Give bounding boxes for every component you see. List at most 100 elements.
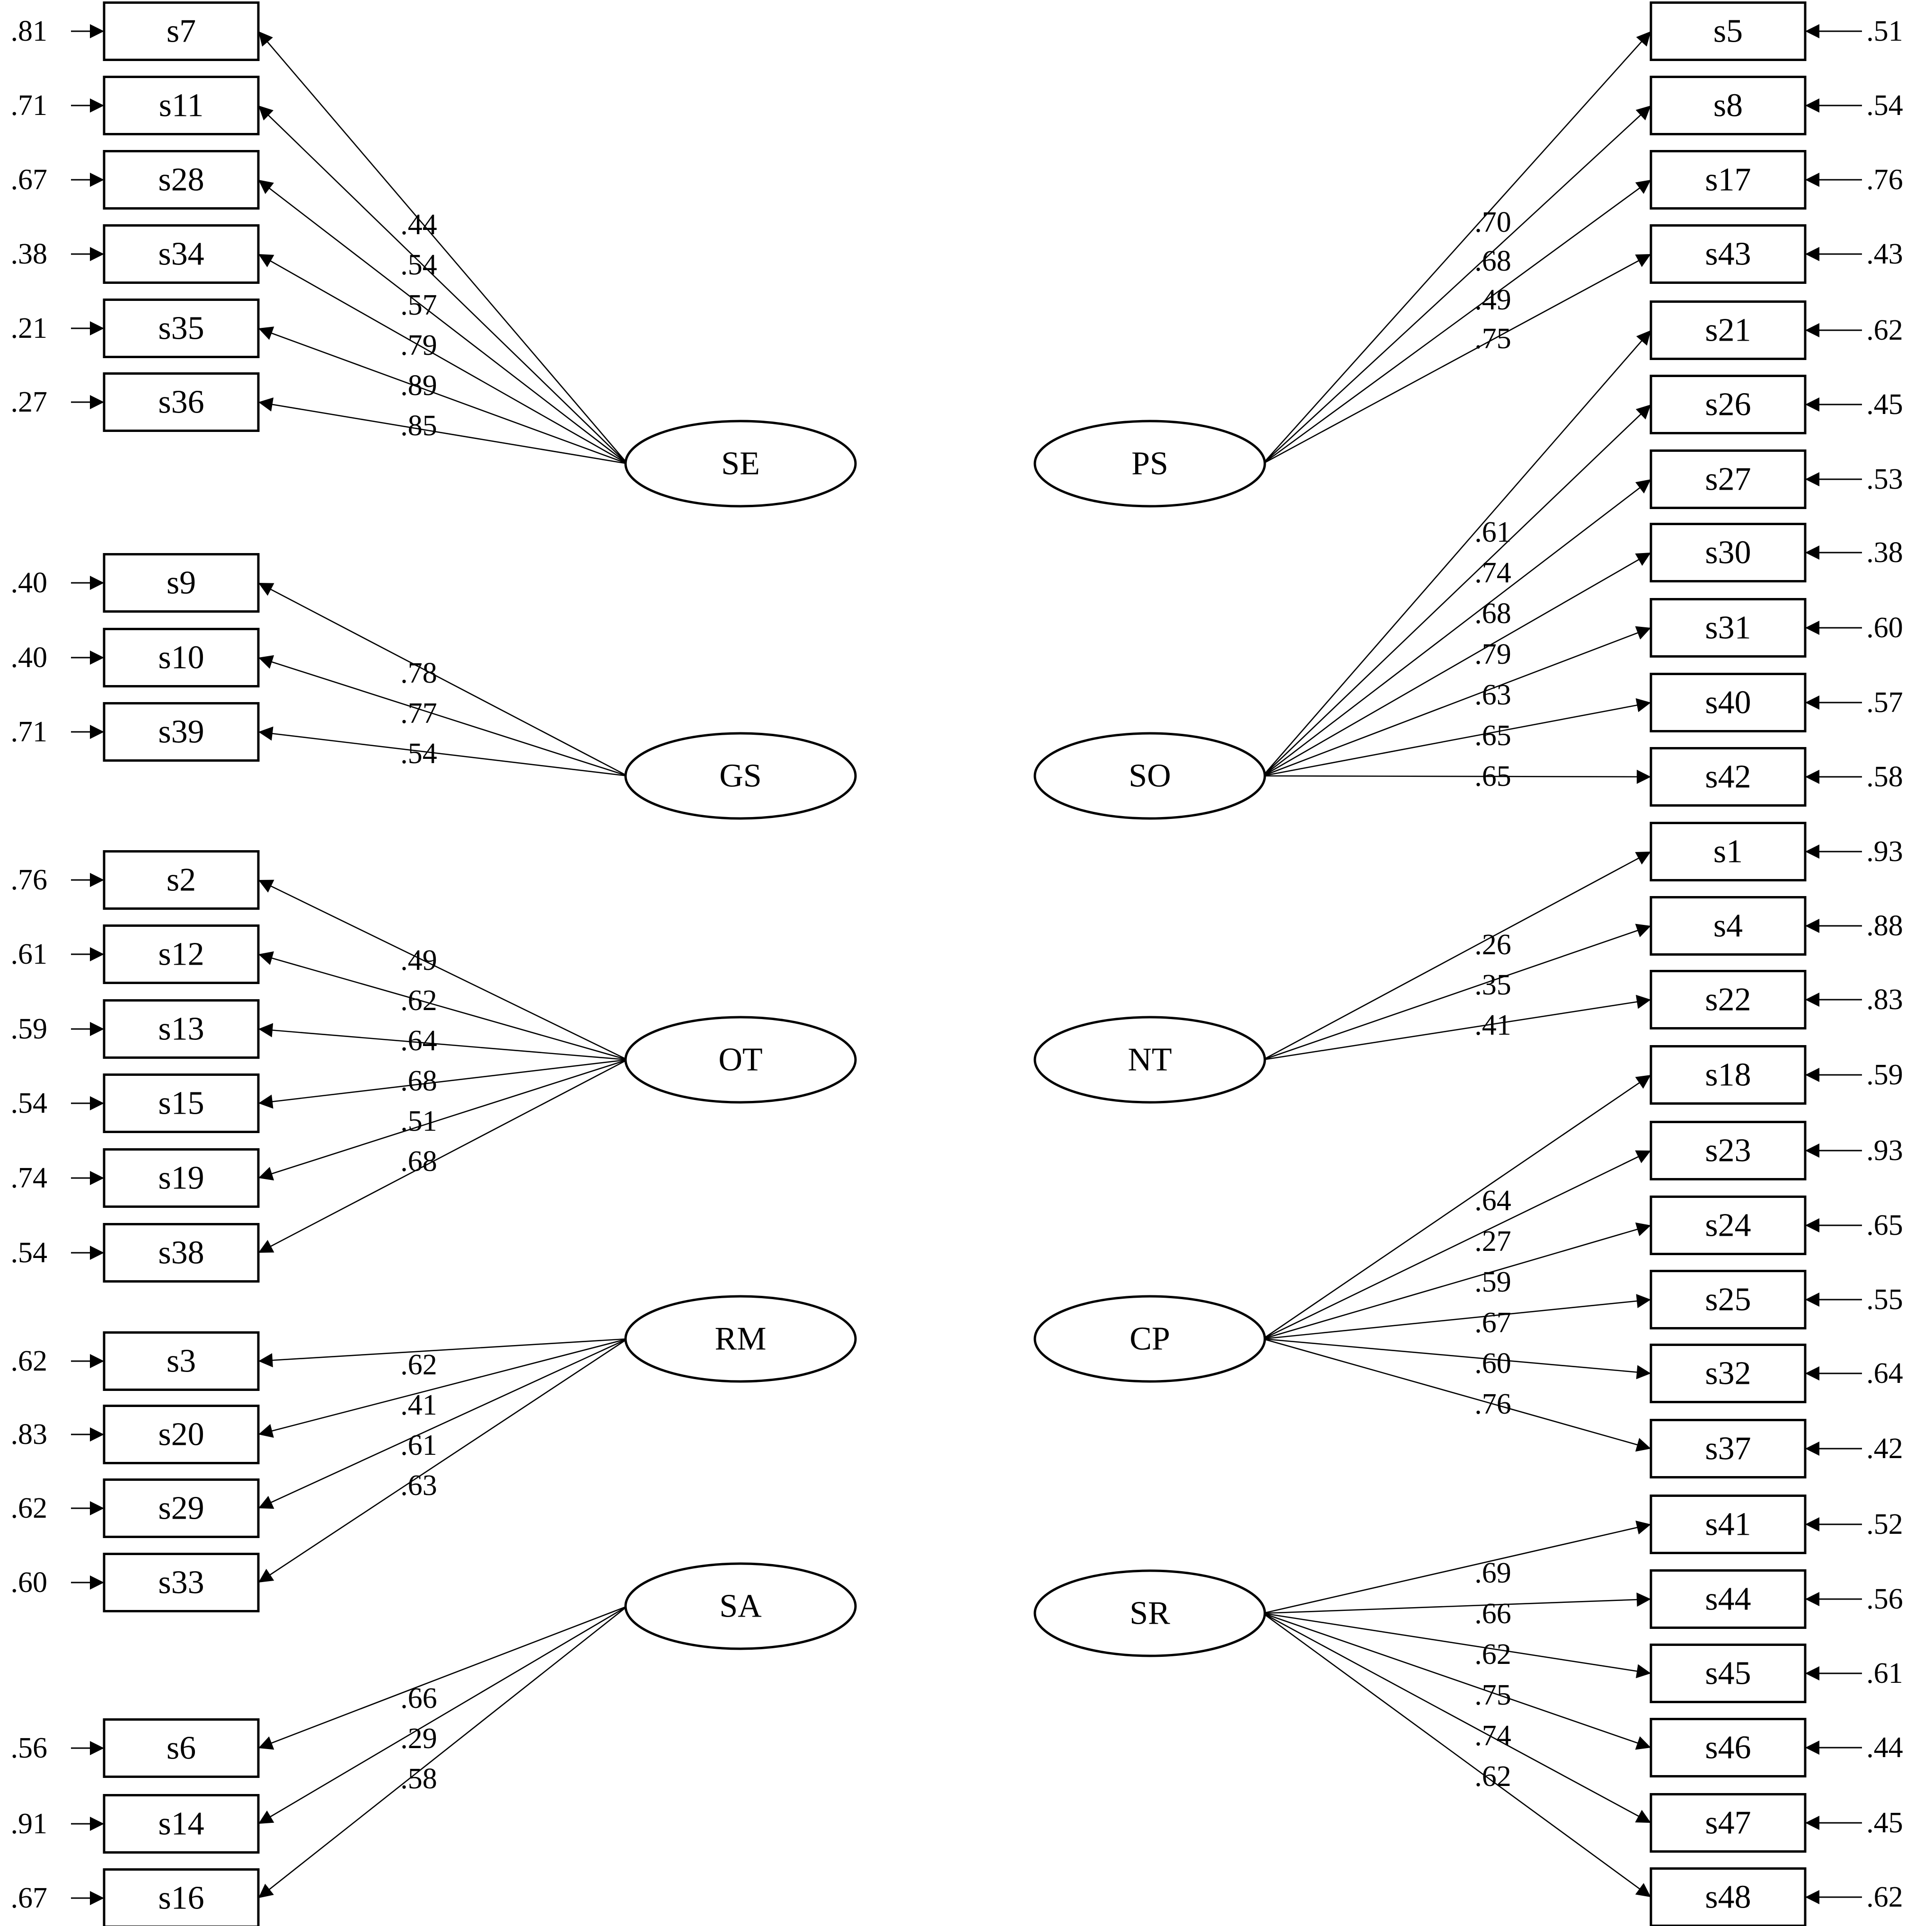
- item-label-s16: s16: [158, 1880, 204, 1917]
- error-value-s29: .62: [11, 1492, 48, 1524]
- loading-value-s23: .27: [1474, 1225, 1511, 1258]
- item-label-s25: s25: [1705, 1282, 1751, 1318]
- item-label-s24: s24: [1705, 1207, 1751, 1244]
- item-box-s23: [1650, 1121, 1807, 1180]
- loading-value-s31: .63: [1474, 679, 1511, 711]
- item-box-s14: [103, 1794, 260, 1854]
- loading-value-s11: .54: [400, 249, 437, 281]
- error-value-s36: .27: [11, 386, 48, 418]
- item-box-s33: [103, 1553, 260, 1612]
- loading-value-s30: .79: [1474, 638, 1511, 670]
- item-box-s32: [1650, 1344, 1807, 1403]
- loading-value-s43: .75: [1474, 323, 1511, 355]
- loading-value-s3: .62: [400, 1349, 437, 1381]
- loading-value-s44: .66: [1474, 1598, 1511, 1630]
- item-box-s19: [103, 1148, 260, 1208]
- loading-value-s32: .60: [1474, 1347, 1511, 1380]
- item-label-s29: s29: [158, 1490, 204, 1527]
- item-box-s11: [103, 76, 260, 135]
- loading-path-s46: [1262, 1612, 1651, 1750]
- item-box-s46: [1650, 1718, 1807, 1777]
- error-value-s41: .52: [1866, 1508, 1903, 1540]
- item-label-s11: s11: [159, 88, 204, 124]
- item-label-s30: s30: [1705, 535, 1751, 571]
- loading-value-s7: .44: [400, 209, 437, 241]
- loading-value-s28: .57: [400, 289, 437, 321]
- item-box-s36: [103, 372, 260, 432]
- item-label-s20: s20: [158, 1416, 204, 1453]
- loading-value-s35: .89: [400, 369, 437, 402]
- factor-gs-label: GS: [719, 758, 761, 794]
- factor-gs-ellipse: [624, 732, 857, 820]
- error-value-s24: .65: [1866, 1209, 1903, 1241]
- loading-path-s23: [1262, 1150, 1651, 1340]
- nodes-layer: SEs7s11s28s34s35s36GSs9s10s39OTs2s12s13s…: [103, 1, 1807, 1926]
- loading-value-s39: .54: [400, 738, 437, 770]
- loading-value-s45: .62: [1474, 1638, 1511, 1671]
- item-box-s40: [1650, 673, 1807, 732]
- error-value-s48: .62: [1866, 1881, 1903, 1913]
- loading-path-s38: [258, 1059, 628, 1254]
- loading-value-s42: .65: [1474, 760, 1511, 792]
- loading-value-s18: .64: [1474, 1185, 1511, 1217]
- loading-path-s42: [1262, 769, 1651, 784]
- factor-ps-label: PS: [1131, 446, 1168, 482]
- loading-value-s38: .68: [400, 1145, 437, 1178]
- item-label-s21: s21: [1705, 312, 1751, 349]
- error-value-s22: .83: [1866, 984, 1903, 1016]
- item-box-s48: [1650, 1867, 1807, 1926]
- item-box-s29: [103, 1478, 260, 1538]
- error-value-s18: .59: [1866, 1059, 1903, 1091]
- error-value-s12: .61: [11, 938, 48, 970]
- loading-path-s37: [1262, 1338, 1651, 1452]
- item-box-s41: [1650, 1495, 1807, 1554]
- item-label-s23: s23: [1705, 1133, 1751, 1169]
- loading-path-s32: [1262, 1338, 1651, 1380]
- loading-path-s21: [1262, 330, 1651, 776]
- error-value-s37: .42: [1866, 1433, 1903, 1465]
- loading-path-s31: [1262, 626, 1651, 777]
- loading-path-s7: [258, 31, 628, 464]
- error-value-s38: .54: [11, 1237, 48, 1269]
- error-value-s20: .83: [11, 1418, 48, 1451]
- loading-path-s40: [1262, 698, 1651, 777]
- loading-value-s6: .66: [400, 1682, 437, 1715]
- item-label-s48: s48: [1705, 1879, 1751, 1916]
- item-box-s17: [1650, 150, 1807, 210]
- loading-path-s29: [258, 1338, 628, 1509]
- loading-path-s26: [1262, 404, 1651, 776]
- loading-path-s1: [1262, 851, 1651, 1061]
- error-value-s1: .93: [1866, 835, 1903, 868]
- loading-path-s48: [1262, 1612, 1651, 1898]
- item-box-s5: [1650, 1, 1807, 61]
- item-box-s6: [103, 1718, 260, 1778]
- item-label-s40: s40: [1705, 685, 1751, 721]
- loading-path-s16: [258, 1605, 628, 1899]
- factor-cp-label: CP: [1129, 1321, 1170, 1357]
- edges-layer: [71, 24, 1862, 1905]
- item-label-s1: s1: [1713, 834, 1743, 870]
- loading-path-s14: [258, 1605, 628, 1825]
- item-box-s18: [1650, 1045, 1807, 1105]
- item-label-s17: s17: [1705, 162, 1751, 198]
- item-box-s28: [103, 150, 260, 210]
- loading-value-s9: .78: [400, 657, 437, 689]
- item-box-s22: [1650, 970, 1807, 1029]
- factor-sr-label: SR: [1129, 1595, 1170, 1632]
- item-label-s9: s9: [167, 565, 196, 601]
- item-box-s24: [1650, 1196, 1807, 1255]
- loading-value-s5: .70: [1474, 206, 1511, 238]
- error-value-s7: .81: [11, 15, 48, 47]
- loading-path-s24: [1262, 1222, 1651, 1340]
- error-value-s8: .54: [1866, 89, 1903, 122]
- item-label-s39: s39: [158, 714, 204, 750]
- item-label-s5: s5: [1713, 13, 1743, 50]
- item-box-s15: [103, 1073, 260, 1133]
- loading-path-s8: [1262, 105, 1651, 464]
- loading-path-s36: [258, 397, 628, 465]
- loading-path-s3: [258, 1338, 628, 1368]
- factor-ot-ellipse: [624, 1016, 857, 1104]
- item-box-s12: [103, 924, 260, 984]
- loading-path-s25: [1262, 1294, 1651, 1340]
